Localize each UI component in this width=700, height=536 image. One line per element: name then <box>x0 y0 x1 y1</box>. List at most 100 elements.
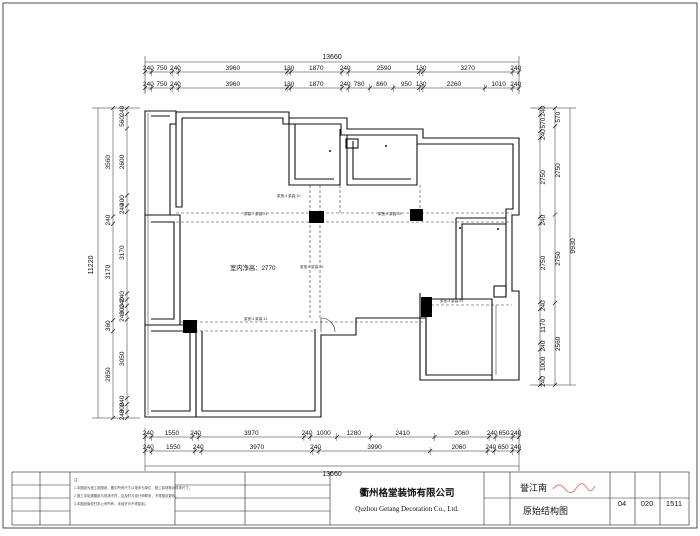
dimension-value: 240 <box>170 81 181 88</box>
left-dimension-strings <box>92 107 140 419</box>
beam-label: 梁高:7 梁高:24 <box>244 211 267 216</box>
dimension-tick <box>124 105 130 111</box>
dimension-value: 2850 <box>105 367 112 382</box>
project-name: 誉江南 <box>520 482 547 493</box>
dimension-value: 1550 <box>165 430 180 437</box>
dimension-tick <box>124 193 130 198</box>
sheet-border <box>2 2 698 529</box>
dimension-value: 3270 <box>460 65 475 72</box>
dimension-tick <box>124 401 130 407</box>
dimension-tick <box>537 382 543 388</box>
dimension-value: 2060 <box>452 444 467 451</box>
dimension-value: 860 <box>376 81 387 88</box>
note-line: 注： <box>74 477 81 482</box>
dimension-value: 3970 <box>250 444 265 451</box>
dimension-value: 2750 <box>540 255 547 270</box>
dimension-value: 360 <box>105 320 112 331</box>
dimension-value: 2750 <box>555 163 562 178</box>
dimension-value: 1870 <box>309 81 324 88</box>
dimension-value: 1000 <box>316 430 331 437</box>
dimension-tick <box>537 306 543 312</box>
dimension-value: 240 <box>485 444 496 451</box>
dimension-tick <box>124 409 130 415</box>
dimension-value: 780 <box>354 81 365 88</box>
title-block <box>11 471 690 526</box>
dimension-value: 240 <box>143 444 154 451</box>
left-dimension-ticks: 3560240317036028502405602600400240317024… <box>105 105 130 420</box>
dimension-value: 240 <box>119 291 126 302</box>
dimension-value: 240 <box>510 444 521 451</box>
overall-width-bottom: 13660 <box>322 471 342 478</box>
dimension-value: 240 <box>302 430 313 437</box>
dimension-value: 950 <box>401 81 412 88</box>
sheet-code-2: 020 <box>641 499 654 508</box>
dimension-value: 400 <box>119 195 126 206</box>
dimension-value: 1010 <box>491 81 506 88</box>
dimension-value: 300 <box>119 402 126 413</box>
dimension-value: 1870 <box>309 65 324 72</box>
dimension-value: 240 <box>340 81 351 88</box>
dimension-value: 240 <box>540 106 547 117</box>
dimension-value: 240 <box>510 430 521 437</box>
beam-label: 梁宽:9 梁高:76 <box>300 264 323 269</box>
company-name-cn: 衢州格堂装饰有限公司 <box>359 487 454 499</box>
dimension-tick <box>124 291 130 296</box>
dimension-tick <box>110 221 116 226</box>
dimension-value: 2600 <box>119 154 126 169</box>
dimension-value: 2750 <box>540 170 547 185</box>
beam-label: 梁宽:4 梁高:10 <box>277 193 300 198</box>
dimension-tick <box>124 203 130 208</box>
dimension-tick <box>552 105 558 111</box>
dimension-tick <box>552 382 558 388</box>
dimension-value: 3960 <box>226 81 241 88</box>
dimension-value: 2750 <box>555 251 562 266</box>
dimension-tick <box>552 124 558 129</box>
dimension-tick <box>537 340 543 345</box>
door-swing <box>320 317 336 333</box>
dimension-value: 2560 <box>555 336 562 351</box>
dimension-value: 240 <box>340 65 351 72</box>
dimension-value: 2060 <box>455 430 470 437</box>
dimension-value: 240 <box>105 214 112 225</box>
dimension-tick <box>537 221 543 226</box>
beam-lines <box>176 185 512 332</box>
drain-point <box>385 145 387 147</box>
left-total-dimension: 11220 <box>88 255 95 274</box>
dimension-tick <box>110 318 116 323</box>
beam-label: 梁宽:6 梁高:25 <box>378 211 401 216</box>
dimension-tick <box>537 214 543 219</box>
dimension-value: 3960 <box>226 65 241 72</box>
dimension-value: 240 <box>540 214 547 225</box>
dimension-value: 240 <box>540 129 547 140</box>
dimension-tick <box>537 135 543 141</box>
note-line: 1.本图纸为施工用图纸，图中所有尺寸以毫米为单位，施工前请核对现场尺寸。 <box>74 485 192 490</box>
beam-annotations: 梁宽:4 梁高:10 梁高:7 梁高:24 梁宽:6 梁高:25 梁宽:9 梁高… <box>244 193 463 321</box>
room-height-label: 室内净高：2770 <box>230 263 276 272</box>
dimension-value: 300 <box>119 304 126 315</box>
dimension-value: 570 <box>555 111 562 122</box>
dimension-value: 130 <box>416 81 427 88</box>
dimension-value: 3050 <box>119 351 126 366</box>
right-dimension-strings <box>530 107 576 386</box>
dimension-value: 3970 <box>244 430 259 437</box>
dimension-value: 2590 <box>377 65 392 72</box>
structural-columns <box>183 209 432 333</box>
dimension-value: 3990 <box>367 444 382 451</box>
overall-width-top: 13660 <box>322 54 342 61</box>
dimension-value: 240 <box>540 376 547 387</box>
dimension-value: 240 <box>143 81 154 88</box>
signature-mark <box>552 483 596 493</box>
dimension-value: 240 <box>540 340 547 351</box>
dimension-value: 240 <box>143 430 154 437</box>
dimension-value: 240 <box>310 444 321 451</box>
dimension-value: 650 <box>498 444 509 451</box>
dimension-value: 240 <box>119 297 126 308</box>
dimension-value: 130 <box>283 65 294 72</box>
right-dimension-ticks: 2405702402750240275024011702401000240570… <box>537 105 562 388</box>
title-block-notes: 注： 1.本图纸为施工用图纸，图中所有尺寸以毫米为单位，施工前请核对现场尺寸。 … <box>74 477 192 506</box>
dimension-value: 2410 <box>395 430 410 437</box>
dimension-tick <box>537 128 543 134</box>
